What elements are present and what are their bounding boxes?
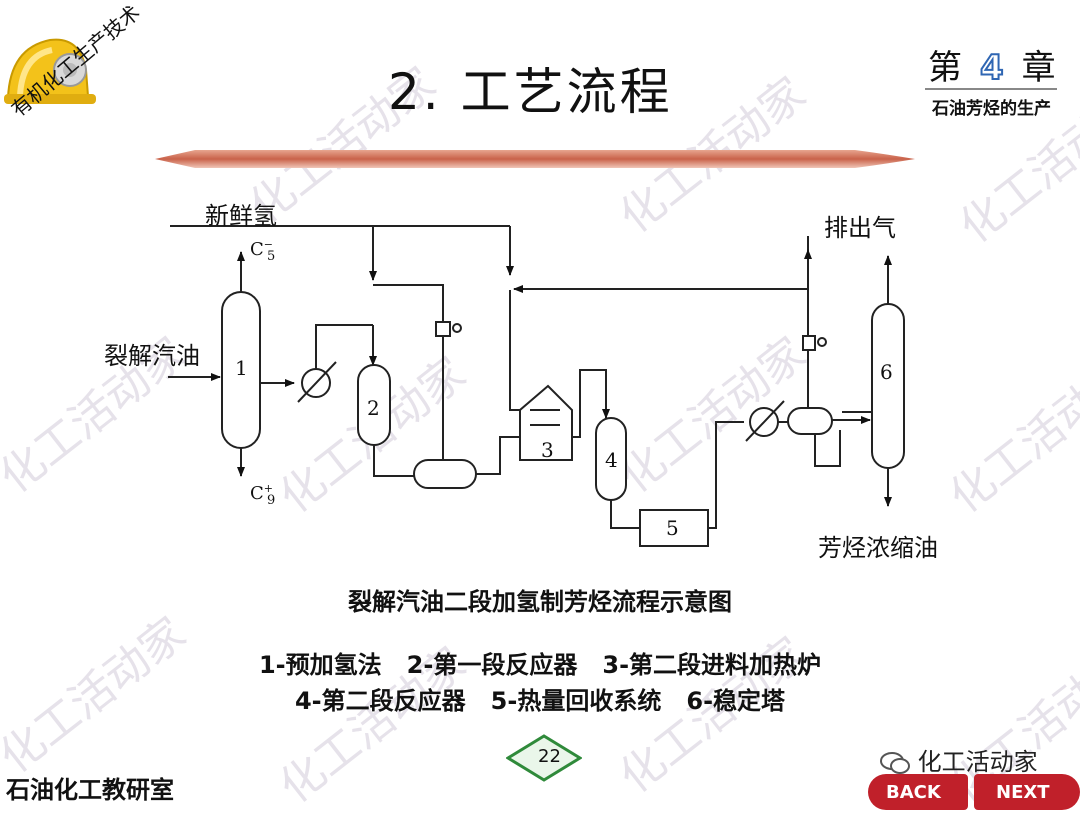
chapter-subtitle: 石油芳烃的生产 xyxy=(932,99,1051,119)
back-button[interactable]: BACK xyxy=(868,774,968,810)
wechat-name: 化工活动家 xyxy=(917,748,1038,776)
wechat-brand: 化工活动家 xyxy=(880,742,1038,777)
legend-line-1: 1-预加氢法 2-第一段反应器 3-第二段进料加热炉 xyxy=(258,651,822,679)
product-label: 芳烃浓缩油 xyxy=(818,534,938,562)
unit-6-number: 6 xyxy=(880,360,893,384)
unit-1-number: 1 xyxy=(235,356,248,380)
hard-hat-logo-icon xyxy=(4,38,96,104)
unit-3-number: 3 xyxy=(541,438,554,462)
diagram-caption: 裂解汽油二段加氢制芳烃流程示意图 xyxy=(348,588,732,616)
unit-2-number: 2 xyxy=(367,396,380,420)
wechat-icon xyxy=(880,751,910,775)
unit-4-number: 4 xyxy=(605,448,618,472)
chapter-divider xyxy=(925,88,1057,90)
footer-department: 石油化工教研室 xyxy=(6,776,174,804)
c9-symbol: C xyxy=(250,483,264,504)
heat-recovery-system xyxy=(639,509,709,547)
second-stage-furnace xyxy=(519,384,573,461)
reflux-drum xyxy=(787,407,833,435)
c9-subscript: 9 xyxy=(267,492,276,508)
chapter-number: 4 xyxy=(979,47,1005,89)
navigation-bar: BACK NEXT xyxy=(868,768,1080,810)
page-number-badge xyxy=(506,734,582,782)
stabilizer-column xyxy=(871,303,905,469)
feed-label: 裂解汽油 xyxy=(104,342,200,370)
c5-superscript: − xyxy=(263,238,273,251)
logo: 有机化工生产技术 xyxy=(0,0,145,150)
legend-line-2: 4-第二段反应器 5-热量回收系统 6-稳定塔 xyxy=(294,687,786,715)
separator-drum xyxy=(413,459,477,489)
chapter-suffix: 章 xyxy=(1021,48,1056,88)
page-title: 2. 工艺流程 xyxy=(388,63,673,121)
process-flow-diagram xyxy=(168,225,905,547)
next-button[interactable]: NEXT xyxy=(974,774,1080,810)
chapter-prefix: 第 xyxy=(928,48,962,88)
c5-label: C−5 xyxy=(250,238,275,264)
vent-gas-label: 排出气 xyxy=(824,214,896,242)
c9-superscript: + xyxy=(263,482,273,495)
fresh-hydrogen-label: 新鲜氢 xyxy=(205,202,277,230)
c5-symbol: C xyxy=(250,239,264,260)
next-label: NEXT xyxy=(996,782,1050,803)
back-label: BACK xyxy=(886,782,941,803)
unit-5-number: 5 xyxy=(666,516,679,540)
c5-subscript: 5 xyxy=(267,248,276,264)
page-number: 22 xyxy=(538,746,561,767)
chapter-heading: 第 4 章 xyxy=(928,40,1056,89)
c9-label: C+9 xyxy=(250,482,275,508)
pencil-divider xyxy=(155,150,915,168)
